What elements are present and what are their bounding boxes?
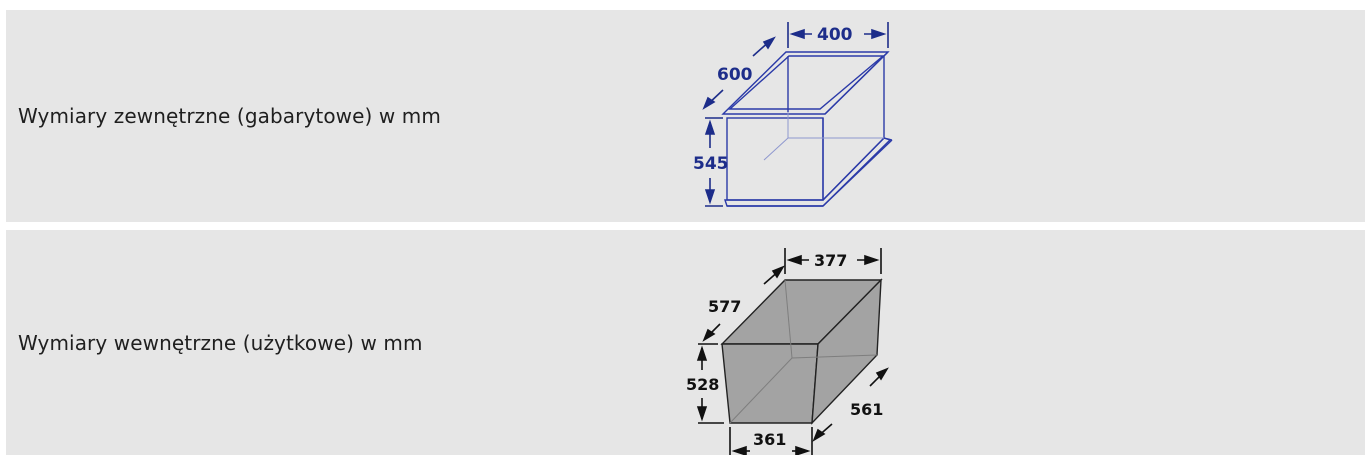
internal-top-depth-value: 577 [708,297,741,316]
internal-top-depth-dimension [702,265,785,342]
external-bottom-flange [724,137,892,207]
internal-bottom-width-value: 361 [753,430,786,449]
internal-front-face [721,343,819,424]
external-top-opening [728,55,885,110]
external-width-dimension [787,22,889,48]
internal-height-dimension [696,343,724,424]
internal-bottom-depth-value: 561 [850,400,883,419]
external-dimensions-label: Wymiary zewnętrzne (gabarytowe) w mm [18,104,441,128]
internal-dimensions-label-cell: Wymiary wewnętrzne (użytkowe) w mm [6,230,606,455]
external-dimensions-figure-cell: 400 600 545 [606,10,1365,222]
external-front-face [726,117,824,201]
external-box-diagram: 400 600 545 [693,22,893,207]
internal-volume-diagram: 377 577 528 [686,248,889,455]
external-dimensions-label-cell: Wymiary zewnętrzne (gabarytowe) w mm [6,10,606,222]
internal-bottom-depth-dimension [812,367,889,442]
internal-top-width-dimension [784,248,882,274]
external-width-value: 400 [817,25,853,45]
internal-top-width-value: 377 [814,251,847,270]
internal-dimensions-label: Wymiary wewnętrzne (użytkowe) w mm [18,330,423,355]
external-height-dimension [704,117,723,207]
external-depth-value: 600 [717,65,753,85]
dimensions-table: Wymiary zewnętrzne (gabarytowe) w mm [6,10,1365,455]
internal-dimensions-row: Wymiary wewnętrzne (użytkowe) w mm [6,230,1365,455]
internal-dimensions-figure-cell: 377 577 528 [606,230,1365,455]
external-depth-dimension [702,36,776,110]
internal-bottom-width-dimension [729,427,813,455]
internal-height-value: 528 [686,375,719,394]
external-height-value: 545 [693,154,729,174]
external-dimensions-row: Wymiary zewnętrzne (gabarytowe) w mm [6,10,1365,222]
